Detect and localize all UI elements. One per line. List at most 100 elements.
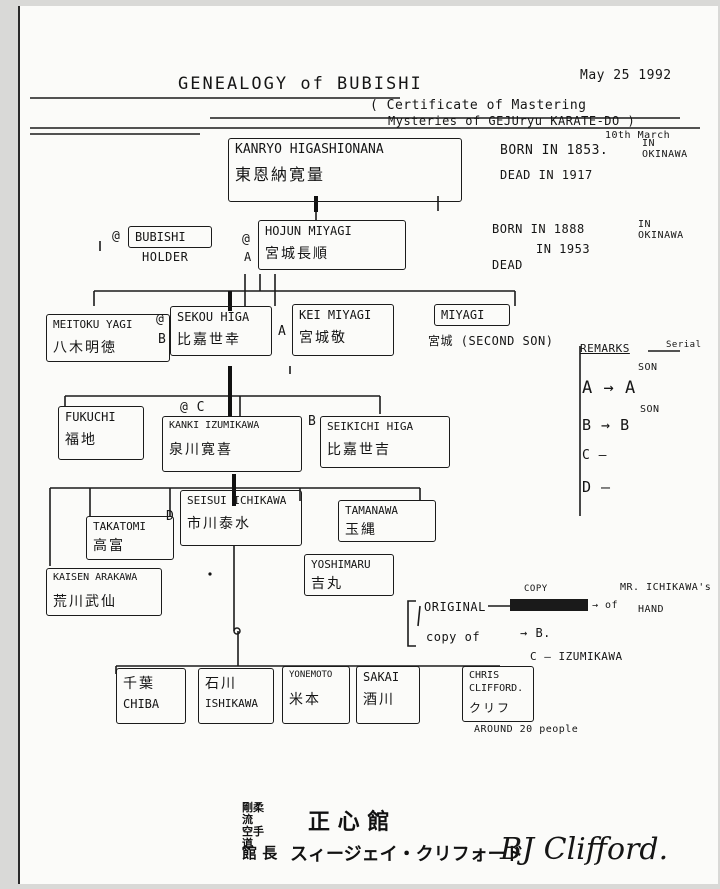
takatomi-name: TAKATOMI xyxy=(93,520,146,533)
miyagi2-name: MIYAGI xyxy=(441,308,485,322)
tamanawa-name: TAMANAWA xyxy=(345,504,398,517)
fukuchi-kanji: 福地 xyxy=(65,432,97,448)
seisui-kanji: 市川泰水 xyxy=(187,516,251,532)
chiba-box: 千葉 CHIBA xyxy=(116,668,186,724)
seko-marker: @ xyxy=(156,312,165,327)
sakai-kanji: 酒川 xyxy=(363,692,395,708)
yonemoto-name: YONEMOTO xyxy=(289,670,333,680)
remarks-row-c: C – xyxy=(582,448,607,463)
copy-word: COPY xyxy=(524,584,548,594)
holder-sub: HOLDER xyxy=(142,250,189,264)
copy-of-label: copy of xyxy=(426,630,481,644)
around-note: AROUND 20 people xyxy=(474,724,579,735)
miyagi-marker: @ xyxy=(242,232,251,247)
sakai-box: SAKAI 酒川 xyxy=(356,666,420,724)
chris-name2: CLIFFORD. xyxy=(469,683,524,694)
to-text: → of xyxy=(592,600,619,611)
stamp-line1b: 空手道 xyxy=(242,825,264,850)
copy-to-b: → B. xyxy=(520,626,551,640)
remarks-row-b: B → B xyxy=(582,416,630,434)
meitoku-kanji: 八木明徳 xyxy=(53,340,117,356)
chris-name1: CHRIS xyxy=(469,670,500,681)
remarks-arrow-note: Serial xyxy=(666,340,702,350)
hand-label: HAND xyxy=(638,604,665,615)
meitoku-yagi-box: MEITOKU YAGI 八木明徳 xyxy=(46,314,170,362)
chris-kanji: クリフ xyxy=(469,701,512,715)
page-title: GENEALOGY of BUBISHI xyxy=(178,74,423,94)
chiba-name: CHIBA xyxy=(123,697,160,711)
sekou-kanji: 比嘉世幸 xyxy=(177,332,241,348)
sakai-name: SAKAI xyxy=(363,670,400,684)
ishikawa-box: 石川 ISHIKAWA xyxy=(198,668,274,724)
stamp-line2b: スィージェイ・クリフォード xyxy=(290,844,524,865)
subtitle-note: 10th March xyxy=(605,130,671,141)
yonemoto-box: YONEMOTO 米本 xyxy=(282,666,350,724)
fukuchi-name: FUKUCHI xyxy=(65,410,116,424)
kei-kanji: 宮城敬 xyxy=(299,330,347,346)
takatomi-kanji: 高富 xyxy=(93,538,125,554)
miyagi-born: BORN IN 1888 xyxy=(492,222,585,236)
yoshimaru-box: YOSHIMARU 吉丸 xyxy=(304,554,394,596)
kaisen-name: KAISEN ARAKAWA xyxy=(53,572,138,583)
miyagi-second-son-box: MIYAGI xyxy=(434,304,510,326)
fukuchi-box: FUKUCHI 福地 xyxy=(58,406,144,460)
meitoku-grade: B xyxy=(158,332,167,347)
stamp-line2a: 館 長 xyxy=(242,844,278,862)
kanki-marker: @ C xyxy=(180,400,205,415)
holder-label: BUBISHI xyxy=(135,230,186,244)
remarks-son-b: SON xyxy=(640,404,660,415)
founder-dead: DEAD IN 1917 xyxy=(500,168,593,182)
date-note: May 25 1992 xyxy=(580,68,672,83)
chris-clifford-box: CHRIS CLIFFORD. クリフ xyxy=(462,666,534,722)
yoshimaru-name: YOSHIMARU xyxy=(311,558,371,571)
yoshimaru-kanji: 吉丸 xyxy=(311,576,343,592)
kanki-kanji: 泉川寛喜 xyxy=(169,442,233,458)
original-label: ORIGINAL xyxy=(424,600,486,614)
chiba-kanji: 千葉 xyxy=(123,676,155,692)
kei-name: KEI MIYAGI xyxy=(299,308,372,322)
seikichi-kanji: 比嘉世吉 xyxy=(327,442,391,458)
copy-to-c: C – IZUMIKAWA xyxy=(530,650,623,663)
signature: BJ Clifford. xyxy=(500,832,669,867)
founder-kanji: 東恩納寛量 xyxy=(235,165,326,184)
stamp-style: 剛柔流 空手道 xyxy=(242,802,272,850)
tree-connectors xyxy=(30,97,700,674)
seisui-name: SEISUI ICHIKAWA xyxy=(187,494,287,507)
bubishi-holder-box: BUBISHI xyxy=(128,226,212,248)
miyagi-dead: IN 1953 xyxy=(536,242,591,256)
remarks-son: SON xyxy=(638,362,658,373)
paper-sheet: GENEALOGY of BUBISHI May 25 1992 ( Certi… xyxy=(18,6,718,884)
founder-born: BORN IN 1853. xyxy=(500,143,609,158)
remarks-title: REMARKS xyxy=(580,342,630,355)
tamanawa-kanji: 玉縄 xyxy=(345,522,377,538)
seikichi-higa-box: SEIKICHI HIGA 比嘉世吉 xyxy=(320,416,450,468)
seikichi-grade: B xyxy=(308,414,317,429)
meitoku-name: MEITOKU YAGI xyxy=(53,318,133,331)
hojun-miyagi-kanji: 宮城長順 xyxy=(265,246,329,262)
sekou-name: SEKOU HIGA xyxy=(177,310,250,324)
founder-box: KANRYO HIGASHIONANA 東恩納寛量 xyxy=(228,138,462,202)
sekou-higa-box: SEKOU HIGA 比嘉世幸 xyxy=(170,306,272,356)
remarks-row-a: A → A xyxy=(582,378,636,398)
takatomi-box: TAKATOMI 高富 xyxy=(86,516,174,560)
mr-name: MR. ICHIKAWA's xyxy=(620,582,712,593)
kei-grade: A xyxy=(278,324,287,339)
ishikawa-kanji: 石川 xyxy=(205,676,237,692)
miyagi-dead-word: DEAD xyxy=(492,258,523,272)
stamp-line1a: 剛柔流 xyxy=(242,801,264,826)
subtitle-line2: Mysteries of GEJUryu KARATE-DO ) xyxy=(388,114,636,128)
kaisen-kanji: 荒川武仙 xyxy=(53,594,117,610)
stamp-school: 正 心 館 xyxy=(308,809,390,835)
subtitle-line1: ( Certificate of Mastering xyxy=(370,98,587,113)
kei-miyagi-box: KEI MIYAGI 宮城敬 xyxy=(292,304,394,356)
seikichi-name: SEIKICHI HIGA xyxy=(327,420,414,433)
miyagi-place: IN OKINAWA xyxy=(638,219,684,241)
founder-place: IN OKINAWA xyxy=(642,138,688,160)
ishikawa-name: ISHIKAWA xyxy=(205,697,258,710)
holder-marker: @ xyxy=(112,229,121,244)
hojun-miyagi-name: HOJUN MIYAGI xyxy=(265,224,352,238)
hojun-miyagi-box: HOJUN MIYAGI 宮城長順 xyxy=(258,220,406,270)
yonemoto-kanji: 米本 xyxy=(289,692,321,708)
remarks-row-d: D – xyxy=(582,478,611,496)
founder-name: KANRYO HIGASHIONANA xyxy=(235,142,384,157)
